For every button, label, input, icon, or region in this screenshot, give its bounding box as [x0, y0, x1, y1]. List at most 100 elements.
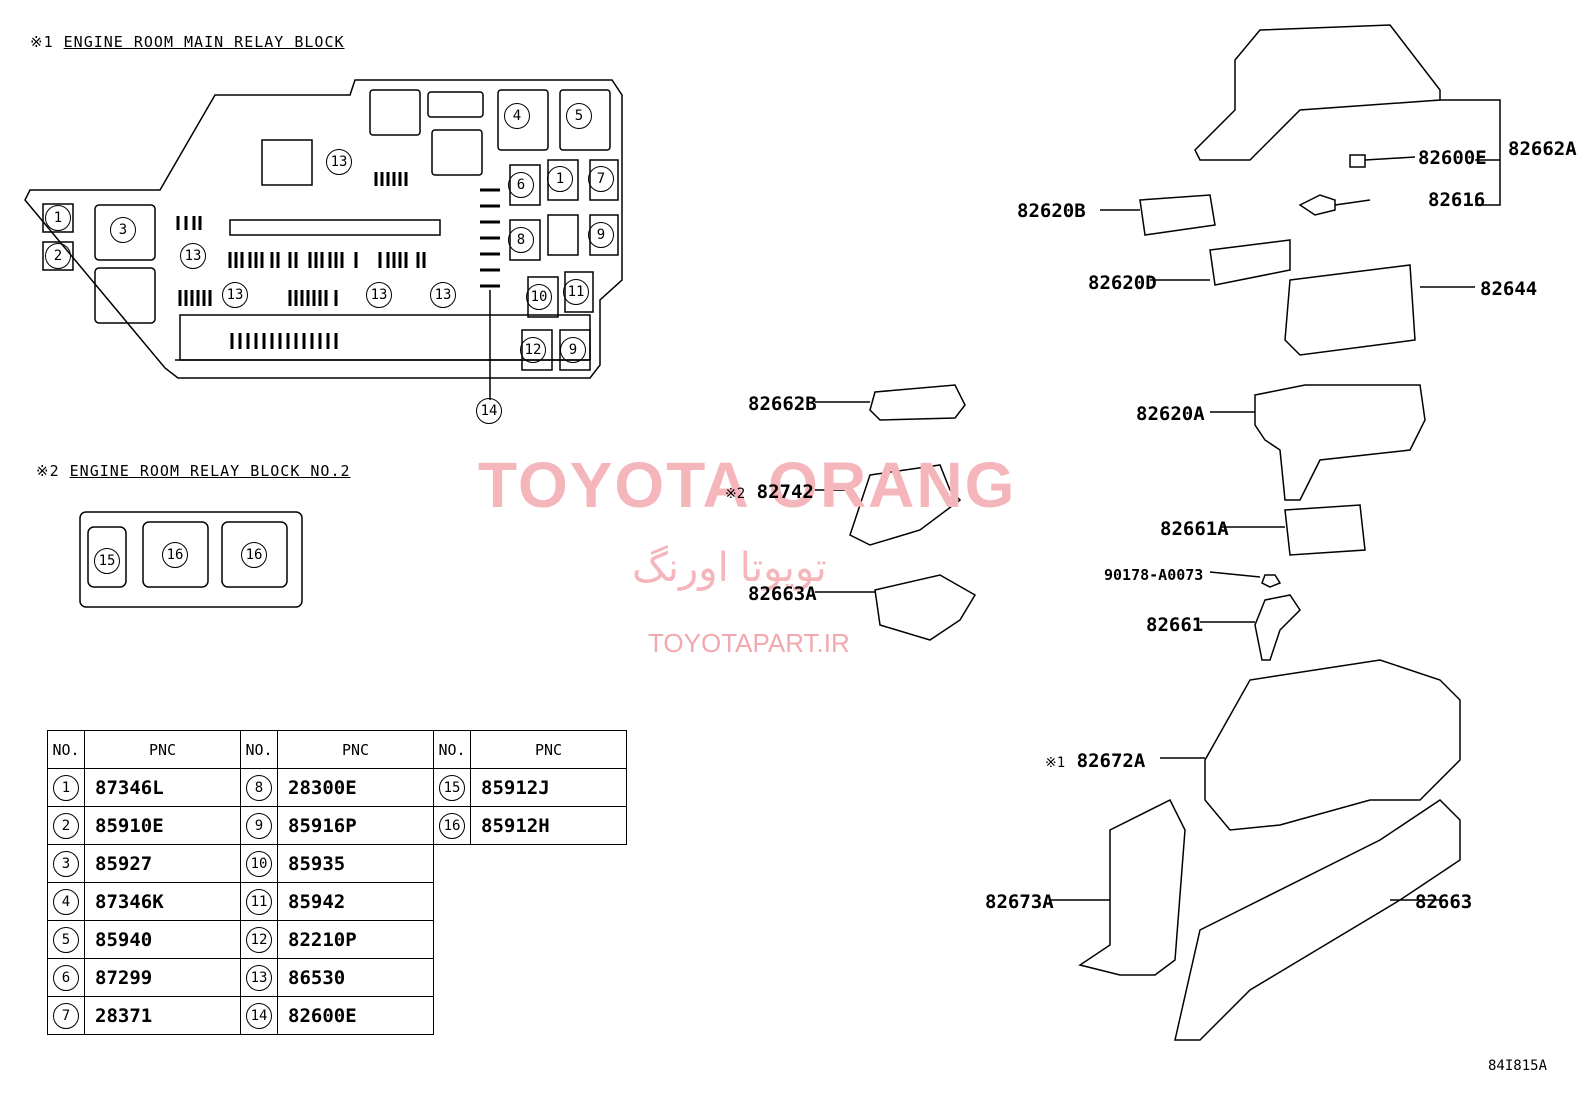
label-82742-text: 82742 [756, 481, 814, 503]
part-82663-shape [1174, 799, 1461, 1041]
row-no: 11 [246, 888, 272, 915]
header-pnc: PNC [84, 730, 241, 769]
row-no: 7 [53, 1002, 79, 1029]
table-row: 5 85940 12 82210P [47, 920, 627, 959]
part-82620A-shape [1254, 384, 1426, 501]
pnc-table: NO. PNC NO. PNC NO. PNC 1 87346L 8 28300… [47, 730, 627, 1035]
table-row: 7 28371 14 82600E [47, 996, 627, 1035]
callout-9a: 9 [588, 222, 614, 248]
row-pnc: 87299 [84, 958, 241, 997]
row-no: 5 [53, 926, 79, 953]
label-82673A: 82673A [985, 891, 1054, 913]
row-no: 13 [246, 964, 272, 991]
part-90178-shape [1261, 574, 1282, 588]
row-no: 1 [53, 774, 79, 801]
callout-6: 6 [508, 172, 534, 198]
part-82620B-shape [1139, 194, 1216, 236]
callout-3: 3 [110, 217, 136, 243]
header-pnc: PNC [277, 730, 434, 769]
callout-12: 12 [520, 337, 546, 363]
part-82644-shape [1284, 264, 1416, 356]
callout-2: 2 [45, 243, 71, 269]
header-no: NO. [433, 730, 471, 769]
label-90178-A0073: 90178-A0073 [1104, 566, 1204, 584]
callout-1b: 1 [547, 166, 573, 192]
callout-13a: 13 [326, 149, 352, 175]
label-82620D: 82620D [1088, 272, 1157, 294]
part-82672A-shape [1204, 659, 1461, 831]
row-no: 10 [246, 850, 272, 877]
row-pnc: 87346K [84, 882, 241, 921]
callout-9b: 9 [560, 337, 586, 363]
diagram-code: 84I815A [1488, 1058, 1548, 1074]
section2-header: ※2 ENGINE ROOM RELAY BLOCK NO.2 [36, 462, 351, 480]
table-header-row: NO. PNC NO. PNC NO. PNC [47, 730, 627, 769]
row-no: 8 [246, 774, 272, 801]
row-pnc: 87346L [84, 768, 241, 807]
row-pnc: 85940 [84, 920, 241, 959]
label-82600E: 82600E [1418, 147, 1487, 169]
label-82662B: 82662B [748, 393, 817, 415]
row-pnc: 82210P [277, 920, 434, 959]
row-no: 6 [53, 964, 79, 991]
callout-16a: 16 [162, 542, 188, 568]
row-no: 15 [439, 774, 465, 801]
section2-title: ENGINE ROOM RELAY BLOCK NO.2 [69, 462, 351, 480]
callout-14: 14 [476, 398, 502, 424]
label-82672A-mark: ※1 [1045, 755, 1066, 771]
section1-header: ※1 ENGINE ROOM MAIN RELAY BLOCK [30, 33, 345, 51]
label-82663A: 82663A [748, 583, 817, 605]
callout-4: 4 [504, 103, 530, 129]
part-82742-shape [849, 464, 962, 546]
callout-5: 5 [566, 103, 592, 129]
part-82673A-shape [1078, 798, 1186, 976]
row-pnc: 82600E [277, 996, 434, 1035]
watermark-title: TOYOTA ORANG [478, 449, 1017, 521]
header-pnc: PNC [470, 730, 627, 769]
callout-15: 15 [94, 548, 120, 574]
callout-13d: 13 [366, 282, 392, 308]
section1-title: ENGINE ROOM MAIN RELAY BLOCK [63, 33, 345, 51]
part-82620D-shape [1209, 239, 1291, 286]
part-82662B-shape [869, 384, 966, 421]
table-row: 4 87346K 11 85942 [47, 882, 627, 921]
label-82616: 82616 [1428, 189, 1486, 211]
main-relay-block-outline [24, 79, 623, 379]
part-82600E-shape [1349, 154, 1366, 168]
label-82661: 82661 [1146, 614, 1204, 636]
header-no: NO. [240, 730, 278, 769]
label-82672A: ※1 82672A [1045, 750, 1145, 772]
callout-13c: 13 [222, 282, 248, 308]
section2-mark: ※2 [36, 462, 60, 480]
label-82742: ※2 82742 [725, 481, 814, 503]
callout-13e: 13 [430, 282, 456, 308]
part-82662A-cover [1194, 24, 1441, 161]
callout-7: 7 [588, 166, 614, 192]
row-pnc: 85942 [277, 882, 434, 921]
label-82742-mark: ※2 [725, 486, 746, 502]
callout-16b: 16 [241, 542, 267, 568]
section1-mark: ※1 [30, 33, 54, 51]
row-no: 12 [246, 926, 272, 953]
row-pnc: 85935 [277, 844, 434, 883]
callout-8: 8 [508, 227, 534, 253]
table-row: 1 87346L 8 28300E 15 85912J [47, 768, 627, 807]
part-82616-shape [1298, 194, 1336, 216]
table-row: 2 85910E 9 85916P 16 85912H [47, 806, 627, 845]
watermark-persian: تویوتا اورنگ [632, 546, 827, 590]
callout-11: 11 [563, 279, 589, 305]
row-no: 3 [53, 850, 79, 877]
row-no: 4 [53, 888, 79, 915]
table-row: 3 85927 10 85935 [47, 844, 627, 883]
label-82663: 82663 [1415, 891, 1473, 913]
callout-13b: 13 [180, 243, 206, 269]
row-pnc: 28371 [84, 996, 241, 1035]
row-pnc: 85916P [277, 806, 434, 845]
part-82661A-shape [1284, 504, 1366, 556]
label-82644: 82644 [1480, 278, 1538, 300]
watermark-url: TOYOTAPART.IR [648, 628, 850, 658]
row-pnc: 85910E [84, 806, 241, 845]
row-pnc: 86530 [277, 958, 434, 997]
table-row: 6 87299 13 86530 [47, 958, 627, 997]
label-82672A-text: 82672A [1076, 750, 1146, 772]
